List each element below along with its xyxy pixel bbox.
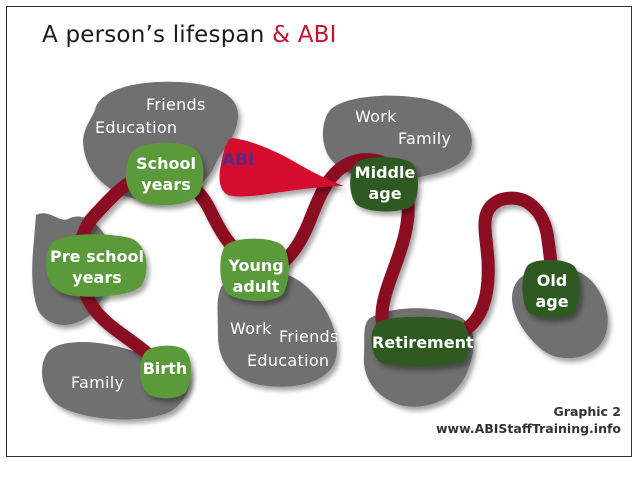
school-years-line1: School (136, 154, 196, 173)
middle-context-family: Family (398, 129, 452, 148)
middle-context-work: Work (355, 107, 397, 126)
birth-label: Birth (142, 359, 188, 378)
middle-age-line1: Middle (354, 163, 416, 182)
title-accent: & ABI (272, 22, 337, 48)
abi-shape (219, 138, 344, 197)
young-context-work: Work (230, 319, 272, 338)
middle-age-node (350, 157, 418, 212)
old-age-node (522, 259, 580, 319)
old-age-line1: Old (536, 271, 568, 290)
lifespan-path (72, 153, 559, 372)
pre-school-node (46, 234, 147, 297)
pre-school-line2: years (72, 268, 122, 287)
school-context-friends: Friends (146, 95, 206, 114)
school-context-education: Education (95, 118, 178, 137)
pre-school-label: Pre school years (48, 246, 146, 288)
middle-age-label: Middle age (352, 162, 418, 204)
page-title: A person’s lifespan & ABI (42, 22, 337, 48)
website-url: www.ABIStaffTraining.info (435, 421, 621, 436)
old-age-label: Old age (524, 270, 580, 312)
young-context-education: Education (247, 351, 330, 370)
graphic-number: Graphic 2 (553, 404, 621, 419)
school-years-label: School years (128, 153, 204, 195)
old-age-line2: age (535, 292, 569, 311)
young-adult-line1: Young (228, 256, 284, 275)
pre-school-line1: Pre school (50, 247, 144, 266)
young-context-friends: Friends (279, 327, 339, 346)
school-years-node (125, 142, 204, 206)
retirement-node (371, 316, 470, 367)
birth-node (140, 345, 192, 399)
young-adult-node (220, 238, 289, 301)
middle-age-line2: age (368, 184, 402, 203)
retirement-label: Retirement (372, 333, 474, 352)
school-years-line2: years (141, 175, 191, 194)
title-main: A person’s lifespan (42, 22, 265, 48)
abi-label: ABI (222, 150, 255, 170)
young-adult-label: Young adult (222, 255, 290, 297)
young-adult-line2: adult (232, 277, 280, 296)
birth-context-family: Family (71, 373, 125, 392)
